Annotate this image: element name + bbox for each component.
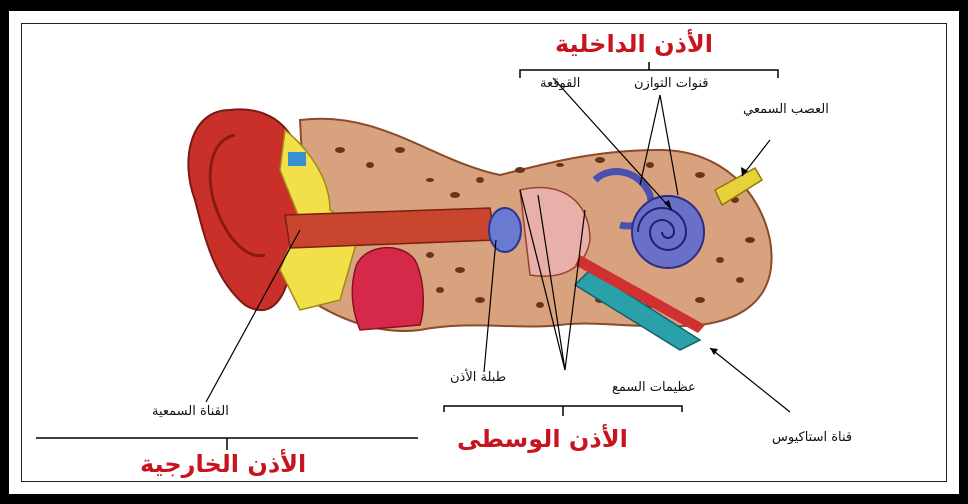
label-eardrum: طبلة الأذن [450, 370, 506, 385]
label-semicircular-canals: قنوات التوازن [634, 76, 708, 91]
cochlea-shape [632, 196, 704, 268]
middle-ear-title: الأذن الوسطى [457, 425, 628, 453]
label-cochlea: القوقعة [540, 76, 580, 91]
cartilage-blue-patch [288, 152, 306, 166]
parotid-tissue [352, 248, 423, 330]
label-eustachian-tube: قناة استاكيوس [772, 430, 852, 445]
label-auditory-nerve: العصب السمعي [743, 102, 829, 117]
eardrum-shape [489, 208, 521, 252]
inner-ear-title: الأذن الداخلية [555, 30, 713, 58]
label-ossicles: عظيمات السمع [612, 380, 696, 395]
outer-ear-title: الأذن الخارجية [140, 450, 306, 478]
label-ear-canal: القناة السمعية [152, 404, 229, 419]
